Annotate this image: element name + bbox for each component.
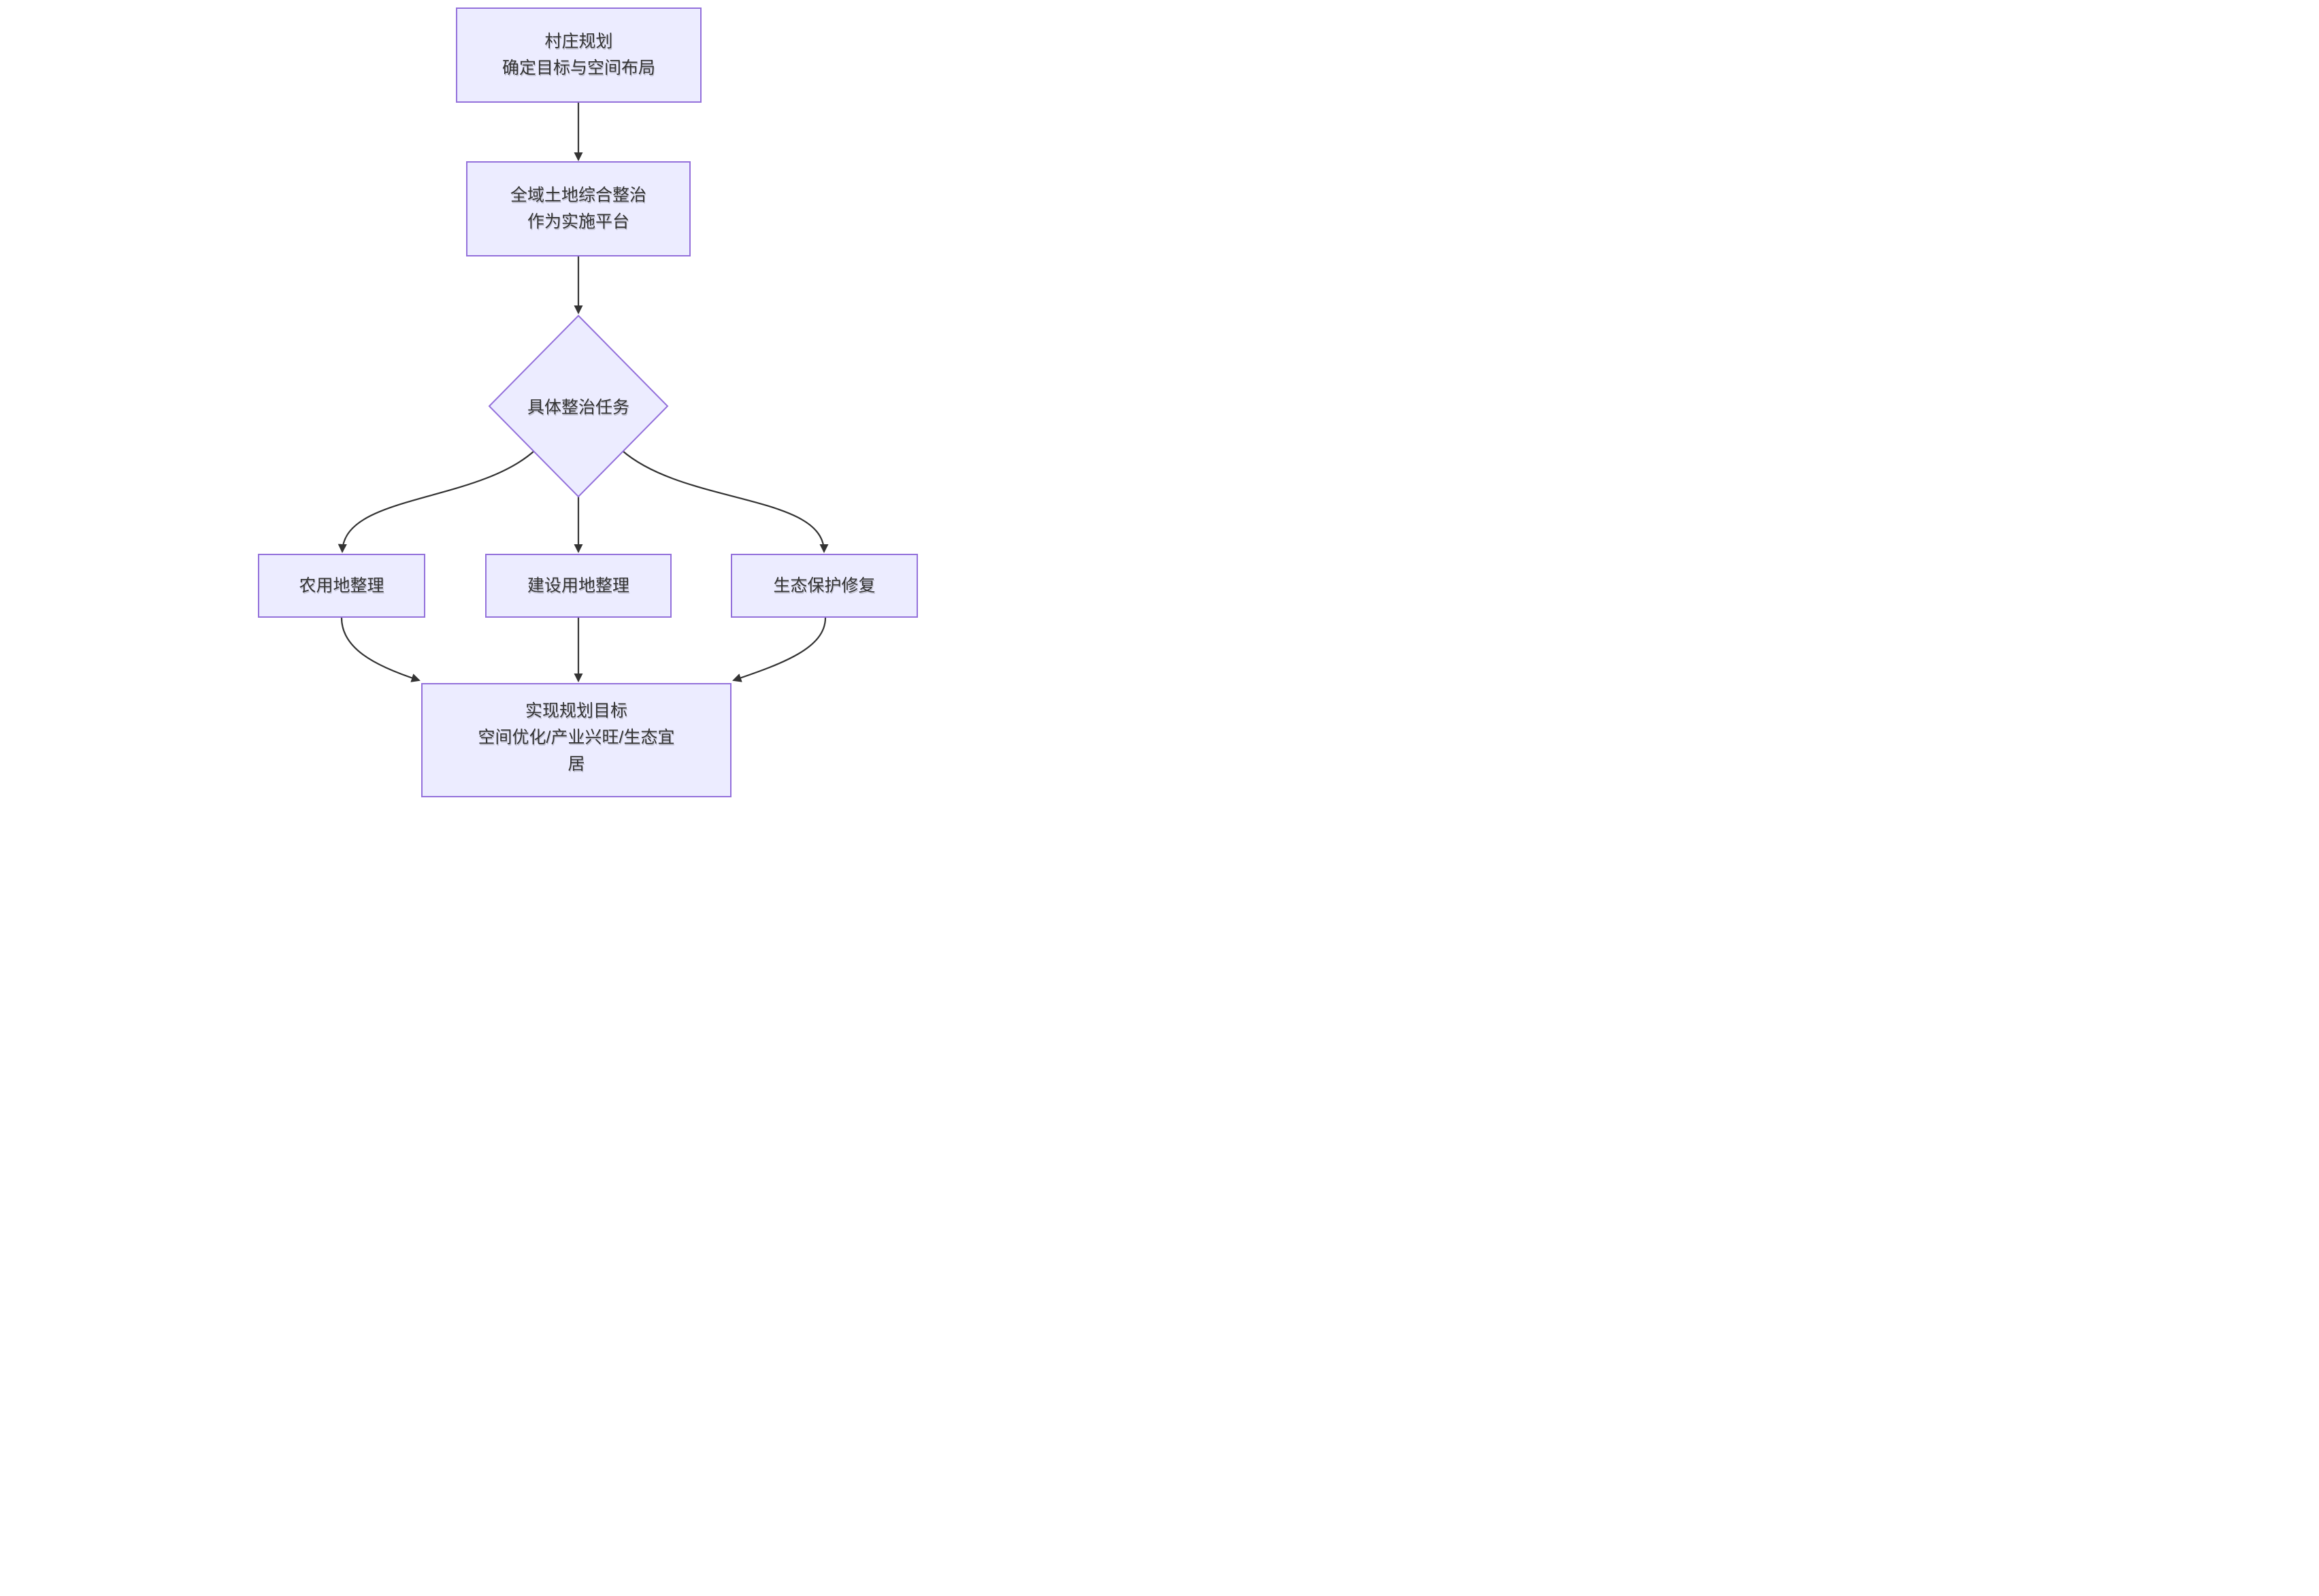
edge-remediation-tasks-to-ecological (621, 450, 829, 553)
node-planning-goals: 实现规划目标 空间优化/产业兴旺/生态宜 居 (421, 683, 731, 797)
node-label-line: 全域土地综合整治 (510, 186, 646, 205)
node-ecological-restoration: 生态保护修复 (731, 554, 918, 618)
node-label-line: 具体整治任务 (527, 398, 629, 417)
node-label-line: 农用地整理 (299, 576, 384, 595)
edge-ecological-to-planning-goals (732, 617, 827, 682)
node-label-line: 实现规划目标 (525, 701, 627, 720)
node-label-line: 空间优化/产业兴旺/生态宜 (478, 728, 675, 747)
node-construction-land-consolidation: 建设用地整理 (485, 554, 672, 618)
node-village-planning: 村庄规划 确定目标与空间布局 (456, 7, 702, 103)
node-land-consolidation: 全域土地综合整治 作为实施平台 (466, 161, 691, 256)
edge-remediation-tasks-to-farmland (338, 450, 536, 553)
flowchart-canvas: 村庄规划 确定目标与空间布局 全域土地综合整治 作为实施平台 具体整治任务 农用… (0, 0, 1160, 798)
edges-layer (338, 103, 829, 682)
node-label-line: 村庄规划 (544, 32, 613, 51)
node-label-line: 生态保护修复 (773, 576, 876, 595)
node-remediation-tasks-shape (488, 314, 669, 498)
node-label-line: 居 (568, 754, 585, 774)
node-label-line: 作为实施平台 (527, 212, 629, 231)
node-label-line: 建设用地整理 (527, 576, 629, 595)
node-label-line: 确定目标与空间布局 (501, 59, 655, 78)
edge-farmland-to-planning-goals (340, 617, 421, 682)
node-remediation-tasks-label: 具体整治任务 (489, 388, 668, 424)
node-farmland-consolidation: 农用地整理 (258, 554, 425, 618)
